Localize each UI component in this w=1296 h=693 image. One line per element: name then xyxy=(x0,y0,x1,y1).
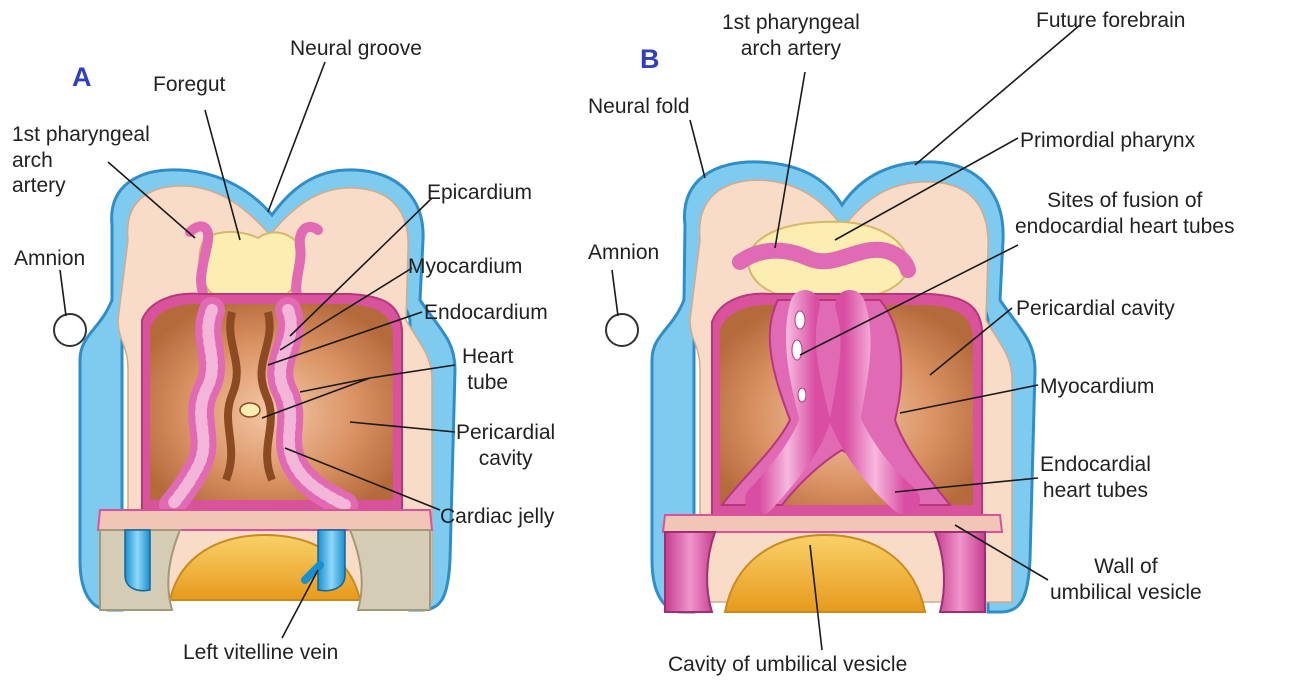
panel-a-septum-band xyxy=(98,510,432,530)
label-b-endocardial-heart-tubes: Endocardial heart tubes xyxy=(1040,452,1151,503)
label-a-heart-tube: Heart tube xyxy=(462,344,513,395)
panel-a-wall-right xyxy=(350,530,430,610)
label-b-myocardium: Myocardium xyxy=(1040,374,1154,400)
label-b-pericardial-cavity: Pericardial cavity xyxy=(1016,296,1175,322)
leader-a-amnion xyxy=(60,270,66,316)
label-b-wall-line2: umbilical vesicle xyxy=(1050,580,1202,606)
panel-b-fusion-site-2 xyxy=(792,340,802,360)
panel-a-foregut xyxy=(199,232,301,300)
panel-a-letter: A xyxy=(72,62,92,93)
panel-a-vitelline-vein-left xyxy=(125,530,150,591)
leader-b-amnion xyxy=(612,270,618,316)
label-a-endocardium: Endocardium xyxy=(424,300,548,326)
panel-a-heart-tube-lumen xyxy=(240,403,260,417)
label-a-heart-tube-line1: Heart xyxy=(462,344,513,370)
label-a-arch-artery-line1: 1st pharyngeal xyxy=(12,122,150,148)
label-a-foregut: Foregut xyxy=(153,72,225,98)
label-b-sites-of-fusion: Sites of fusion of endocardial heart tub… xyxy=(1015,188,1235,239)
label-a-arch-artery: 1st pharyngeal arch artery xyxy=(12,122,150,199)
label-a-pericardial-line1: Pericardial xyxy=(456,420,555,446)
label-b-sites-of-fusion-line1: Sites of fusion of xyxy=(1015,188,1235,214)
label-b-sites-of-fusion-line2: endocardial heart tubes xyxy=(1015,214,1235,240)
label-a-arch-artery-line2: arch xyxy=(12,148,150,174)
label-b-amnion: Amnion xyxy=(588,240,659,266)
label-b-neural-fold: Neural fold xyxy=(588,94,690,120)
label-a-myocardium: Myocardium xyxy=(408,254,522,280)
label-b-primordial-pharynx: Primordial pharynx xyxy=(1020,128,1195,154)
label-a-left-vitelline-vein: Left vitelline vein xyxy=(183,640,338,666)
label-b-arch-artery-line1: 1st pharyngeal xyxy=(722,10,860,36)
panel-b-fusion-site-1 xyxy=(795,311,805,329)
label-a-amnion: Amnion xyxy=(14,246,85,272)
panel-b-drawing xyxy=(606,162,1035,612)
panel-a-drawing xyxy=(54,170,455,610)
label-b-endocardial-line2: heart tubes xyxy=(1040,478,1151,504)
label-b-cavity-of-umbilical-vesicle: Cavity of umbilical vesicle xyxy=(668,652,907,678)
label-b-arch-artery: 1st pharyngeal arch artery xyxy=(722,10,860,61)
leader-b-neural-fold xyxy=(690,120,705,178)
panel-b-septum-band xyxy=(663,515,1002,532)
label-b-wall-of-umbilical-vesicle: Wall of umbilical vesicle xyxy=(1050,554,1202,605)
label-b-wall-line1: Wall of xyxy=(1050,554,1202,580)
panel-a-amnion-ring xyxy=(54,314,86,346)
label-a-pericardial-line2: cavity xyxy=(456,446,555,472)
label-b-endocardial-line1: Endocardial xyxy=(1040,452,1151,478)
label-a-cardiac-jelly: Cardiac jelly xyxy=(440,504,554,530)
panel-b-vessel-left xyxy=(665,532,715,612)
label-a-heart-tube-line2: tube xyxy=(462,370,513,396)
label-b-arch-artery-line2: arch artery xyxy=(722,36,860,62)
panel-b-fusion-site-3 xyxy=(798,388,806,402)
panel-b-letter: B xyxy=(640,44,660,75)
label-a-pericardial-cavity: Pericardial cavity xyxy=(456,420,555,471)
label-a-epicardium: Epicardium xyxy=(427,180,532,206)
label-a-arch-artery-line3: artery xyxy=(12,173,150,199)
label-b-future-forebrain: Future forebrain xyxy=(1036,8,1185,34)
panel-b-amnion-ring xyxy=(606,314,638,346)
label-a-neural-groove: Neural groove xyxy=(290,36,422,62)
panel-a-vitelline-vein-right xyxy=(318,530,345,591)
